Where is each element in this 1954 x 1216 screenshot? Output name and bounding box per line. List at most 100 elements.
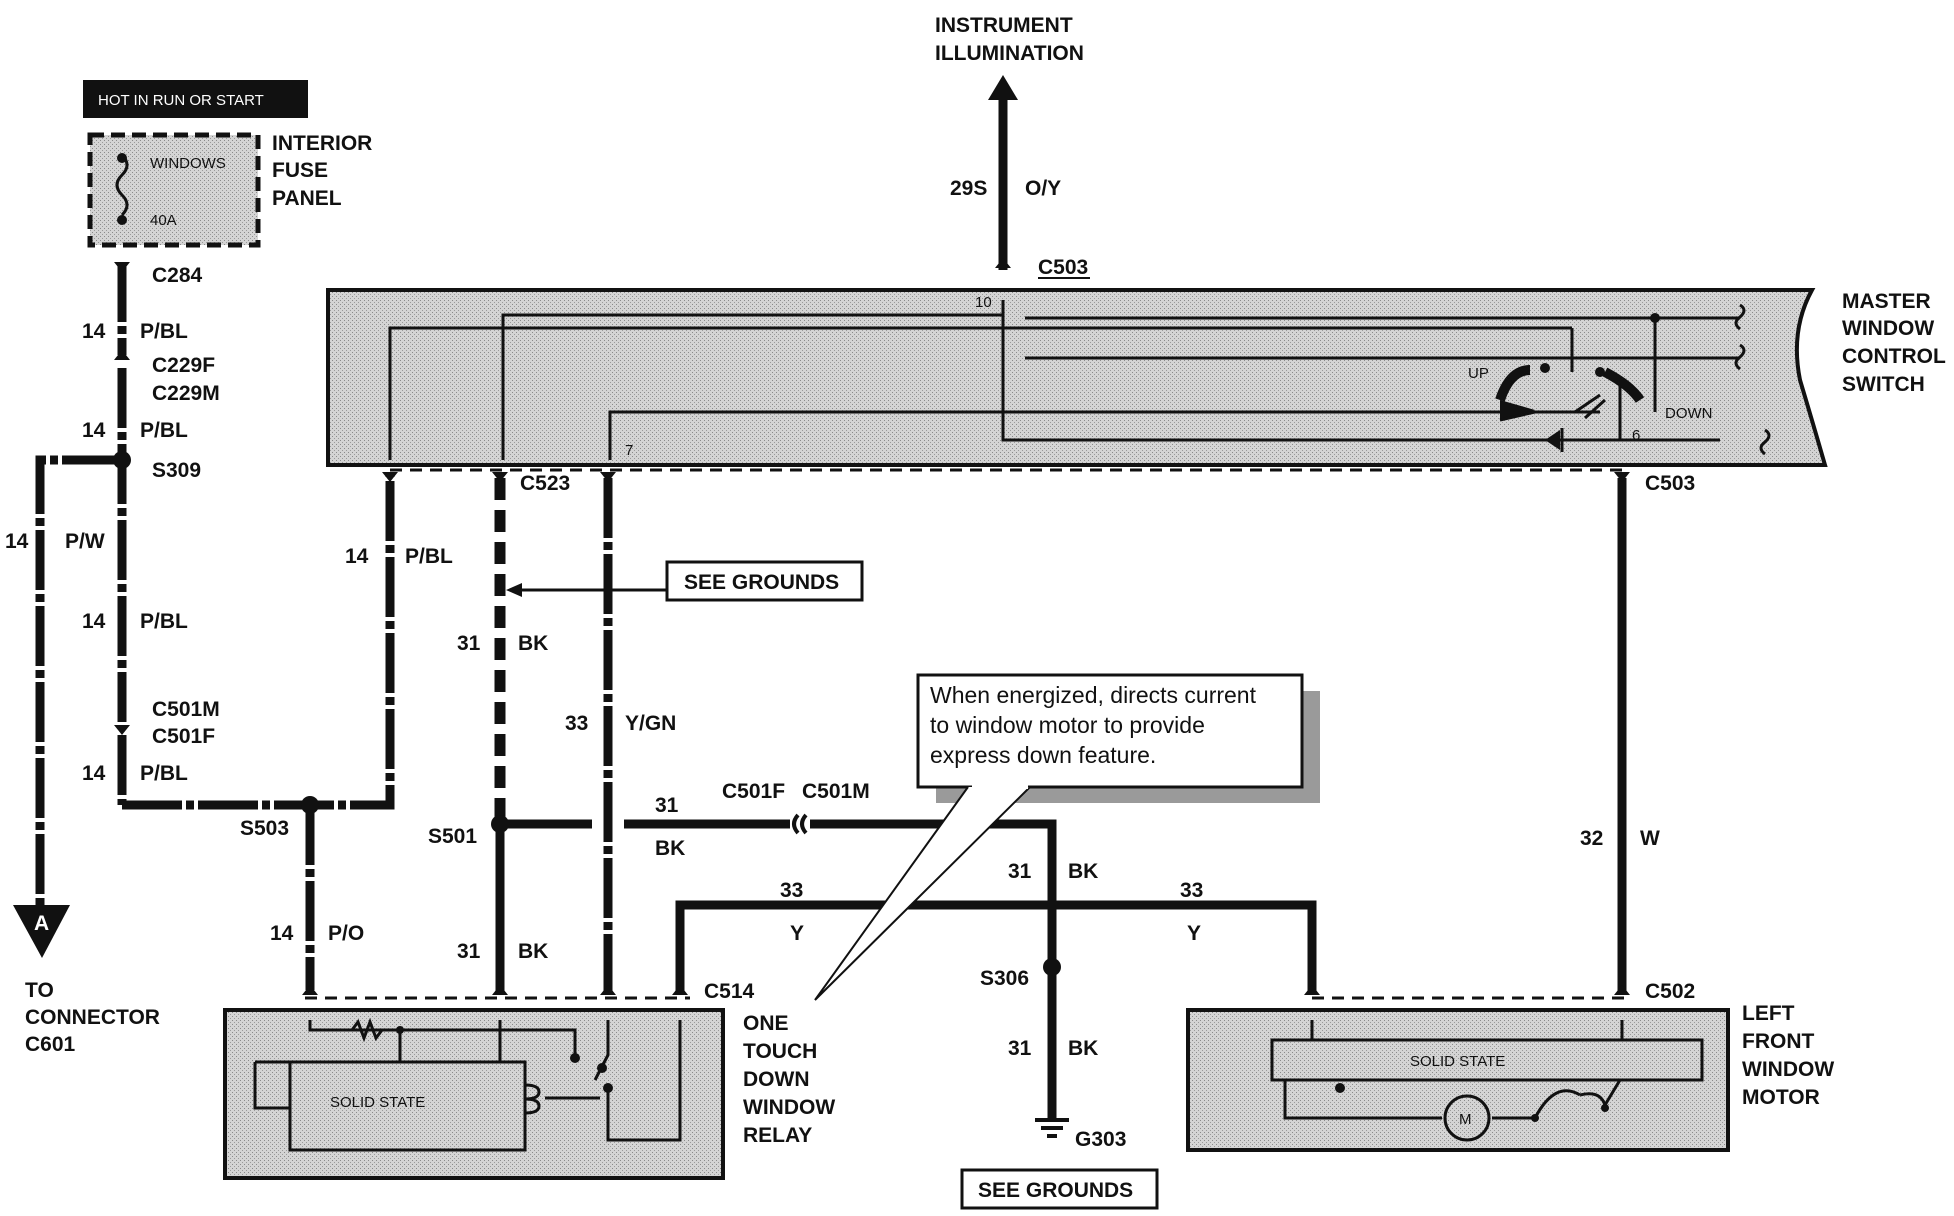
svg-text:TO: TO: [25, 979, 54, 1002]
svg-text:M: M: [1459, 1111, 1472, 1128]
svg-text:Y: Y: [790, 922, 804, 945]
svg-text:32: 32: [1580, 827, 1603, 850]
ground-icon: [1035, 1118, 1069, 1138]
svg-text:14: 14: [82, 762, 106, 785]
svg-text:S306: S306: [980, 967, 1029, 990]
svg-text:BK: BK: [518, 632, 548, 655]
svg-text:14: 14: [82, 610, 106, 633]
see-grounds-box-lower[interactable]: [960, 1168, 1159, 1210]
svg-text:SOLID STATE: SOLID STATE: [1410, 1053, 1505, 1070]
fuse-windows-label: WINDOWS: [150, 155, 226, 172]
wire-14-pbl-to-switch: [122, 475, 395, 810]
svg-text:A: A: [34, 912, 49, 935]
svg-text:P/BL: P/BL: [140, 320, 188, 343]
diode-icon: [1545, 430, 1560, 450]
svg-text:10: 10: [975, 294, 992, 311]
svg-text:S501: S501: [428, 825, 477, 848]
svg-text:P/BL: P/BL: [140, 610, 188, 633]
svg-text:RELAY: RELAY: [743, 1124, 812, 1147]
connector-c502: C502: [1645, 980, 1695, 1003]
fuse-icon: [115, 153, 129, 217]
instrument-illumination-label: INSTRUMENT ILLUMINATION: [935, 14, 1084, 65]
svg-text:PANEL: PANEL: [272, 187, 342, 210]
svg-text:14: 14: [270, 922, 294, 945]
svg-text:S503: S503: [240, 817, 289, 840]
svg-text:CONNECTOR: CONNECTOR: [25, 1006, 160, 1029]
connector-c229m: C229M: [152, 382, 220, 405]
relay-internals: SOLID STATE: [253, 1017, 682, 1152]
svg-text:DOWN: DOWN: [743, 1068, 810, 1091]
svg-text:ILLUMINATION: ILLUMINATION: [935, 42, 1084, 65]
master-switch-internals: UP DOWN 10 7 6: [388, 294, 1771, 460]
to-connector-c601-label: TO CONNECTOR C601: [25, 979, 160, 1056]
svg-text:express down feature.: express down feature.: [930, 742, 1156, 768]
svg-text:C601: C601: [25, 1033, 76, 1056]
wire-31-bk-to-ground: [810, 819, 1057, 1118]
svg-text:33: 33: [565, 712, 588, 735]
svg-text:FRONT: FRONT: [1742, 1030, 1814, 1053]
svg-text:31: 31: [1008, 1037, 1032, 1060]
svg-text:P/W: P/W: [65, 530, 105, 553]
svg-text:P/BL: P/BL: [140, 762, 188, 785]
express-down-callout: When energized, directs current to windo…: [814, 673, 1320, 1001]
one-touch-down-window-relay-label: ONE TOUCH DOWN WINDOW RELAY: [743, 1012, 835, 1147]
svg-text:6: 6: [1632, 427, 1640, 444]
svg-text:BK: BK: [655, 837, 685, 860]
svg-text:31: 31: [1008, 860, 1032, 883]
up-rocker-icon: [1495, 365, 1531, 402]
svg-text:14: 14: [345, 545, 369, 568]
svg-text:7: 7: [625, 442, 633, 459]
svg-text:to window motor to provide: to window motor to provide: [930, 712, 1205, 738]
fuse-rating-label: 40A: [150, 212, 177, 229]
left-front-window-motor-label: LEFT FRONT WINDOW MOTOR: [1742, 1002, 1834, 1109]
connector-c514: C514: [704, 980, 755, 1003]
svg-text:TOUCH: TOUCH: [743, 1040, 817, 1063]
motor-icon: [1443, 1094, 1491, 1142]
wire-33-y: [675, 900, 1317, 995]
svg-text:P/BL: P/BL: [140, 419, 188, 442]
svg-text:DOWN: DOWN: [1665, 405, 1713, 422]
interior-fuse-panel-label: INTERIOR FUSE PANEL: [272, 132, 372, 210]
svg-text:14: 14: [82, 419, 106, 442]
svg-text:P/BL: P/BL: [405, 545, 453, 568]
master-window-control-switch: [326, 288, 1828, 467]
svg-text:SOLID STATE: SOLID STATE: [330, 1094, 425, 1111]
svg-text:14: 14: [82, 320, 106, 343]
svg-text:SEE GROUNDS: SEE GROUNDS: [684, 571, 839, 594]
connector-c523: C523: [520, 472, 570, 495]
svg-text:UP: UP: [1468, 365, 1489, 382]
svg-text:ONE: ONE: [743, 1012, 789, 1035]
svg-text:CONTROL: CONTROL: [1842, 345, 1946, 368]
splice-s306: [1043, 958, 1061, 976]
connector-c229f: C229F: [152, 354, 215, 377]
svg-text:14: 14: [5, 530, 29, 553]
svg-text:BK: BK: [1068, 860, 1098, 883]
see-grounds-box-upper[interactable]: [665, 560, 864, 602]
motor-internals: SOLID STATE M: [1270, 1020, 1704, 1142]
svg-text:33: 33: [780, 879, 803, 902]
svg-text:SWITCH: SWITCH: [1842, 373, 1925, 396]
svg-text:BK: BK: [518, 940, 548, 963]
connector-c284: C284: [152, 264, 203, 287]
svg-text:MASTER: MASTER: [1842, 290, 1931, 313]
svg-text:Y/GN: Y/GN: [625, 712, 676, 735]
svg-text:FUSE: FUSE: [272, 159, 328, 182]
wire-oy-label: O/Y: [1025, 177, 1061, 200]
svg-text:31: 31: [457, 940, 481, 963]
master-window-control-switch-label: MASTER WINDOW CONTROL SWITCH: [1842, 290, 1946, 396]
svg-text:INTERIOR: INTERIOR: [272, 132, 372, 155]
connector-c503-lower: C503: [1645, 472, 1695, 495]
svg-text:S309: S309: [152, 459, 201, 482]
svg-text:WINDOW: WINDOW: [1842, 317, 1934, 340]
svg-text:P/O: P/O: [328, 922, 364, 945]
connector-c501-icon: [792, 813, 800, 835]
connector-c503-top: C503: [1038, 256, 1088, 279]
connector-c501f: C501F: [152, 725, 215, 748]
connector-c501m: C501M: [152, 698, 220, 721]
svg-text:MOTOR: MOTOR: [1742, 1086, 1820, 1109]
svg-text:Y: Y: [1187, 922, 1201, 945]
connector-c501m-mid: C501M: [802, 780, 870, 803]
terminal-markers: [114, 258, 1630, 995]
svg-text:LEFT: LEFT: [1742, 1002, 1795, 1025]
